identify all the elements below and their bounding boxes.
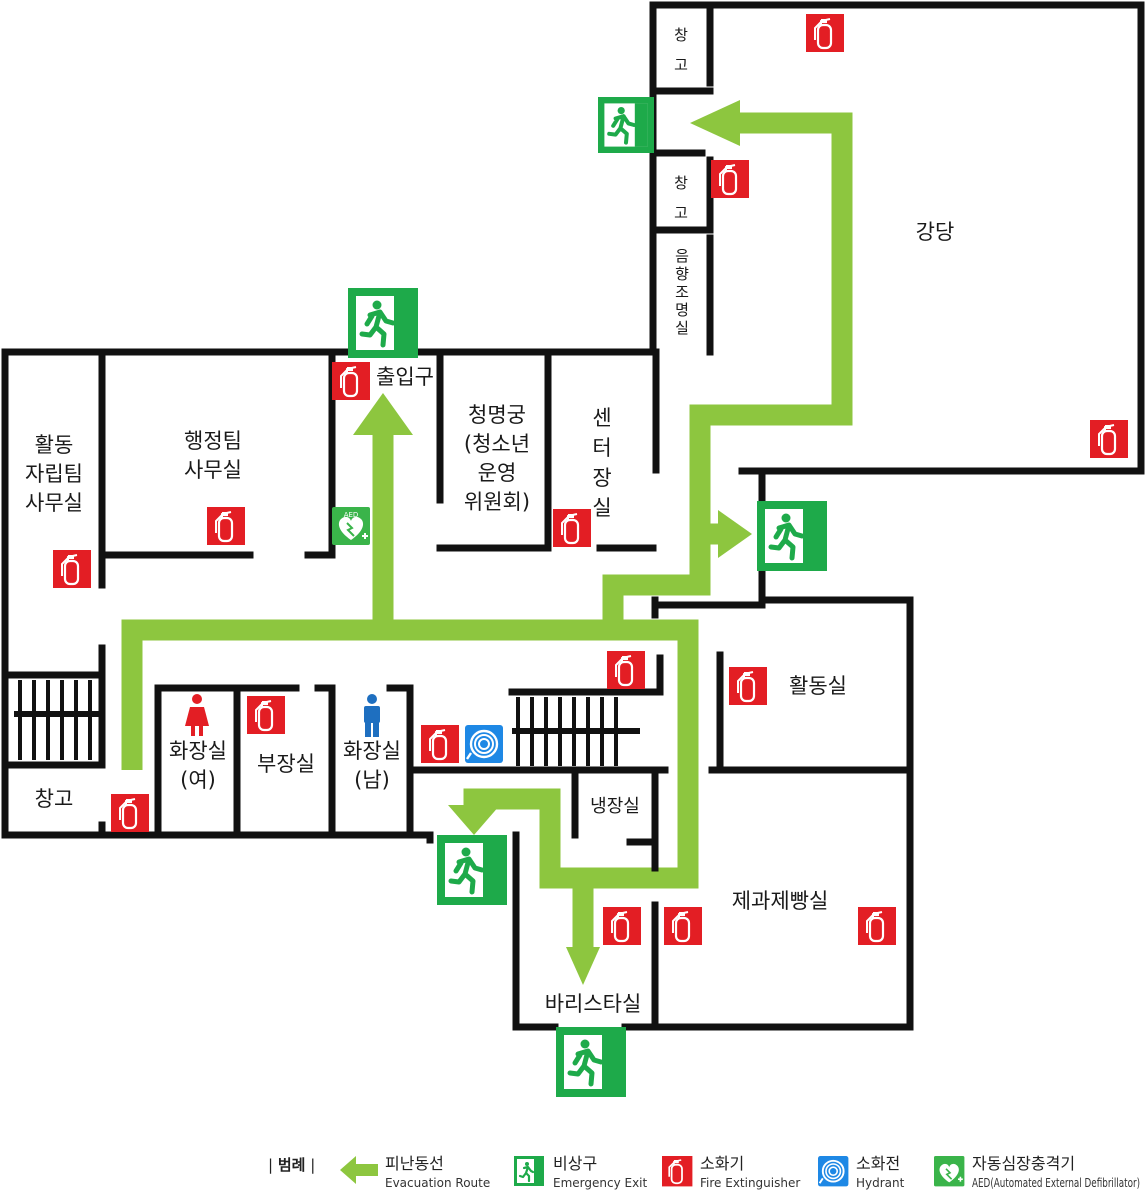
- legend-item-aed: 자동심장충격기 AED(Automated External Defibrill…: [933, 1154, 1140, 1190]
- label-sound-5: 실: [675, 319, 689, 337]
- label-activity-office-2: 자립팀: [25, 462, 83, 486]
- fire-extinguisher-icon: [419, 723, 461, 765]
- legend-item-extinguisher: 소화기 Fire Extinguisher: [661, 1154, 800, 1190]
- legend-title: | 범례 |: [268, 1156, 315, 1174]
- label-entrance: 출입구: [376, 365, 434, 389]
- label-auditorium: 강당: [916, 220, 955, 244]
- legend-extinguisher-en: Fire Extinguisher: [700, 1176, 800, 1190]
- hydrant-icon: [463, 723, 505, 765]
- legend-aed-ko: 자동심장충격기: [972, 1154, 1075, 1173]
- evacuation-arrow-icon: [340, 1156, 378, 1184]
- legend-item-route: 피난동선 Evacuation Route: [340, 1154, 490, 1190]
- label-men-1: 화장실: [343, 739, 401, 763]
- legend-item-exit: 비상구 Emergency Exit: [512, 1154, 648, 1190]
- man-icon: [364, 694, 380, 737]
- arrowhead-barista: [566, 947, 600, 985]
- route-arrowheads: [353, 100, 752, 985]
- label-vice-office: 부장실: [257, 752, 315, 776]
- legend-extinguisher-ko: 소화기: [700, 1154, 744, 1173]
- label-director-4: 실: [592, 496, 611, 520]
- legend-hydrant-en: Hydrant: [856, 1176, 905, 1190]
- label-storage-top-1: 창: [674, 26, 688, 44]
- emergency-exit-icon-auditorium: [598, 97, 654, 153]
- legend-exit-ko: 비상구: [553, 1154, 597, 1173]
- fire-extinguisher-icon: [205, 505, 247, 547]
- legend-route-ko: 피난동선: [385, 1154, 444, 1173]
- label-storage-top-2: 고: [674, 56, 688, 74]
- label-sound-1: 음: [675, 247, 689, 265]
- label-activity-office-3: 사무실: [25, 491, 83, 515]
- arrowhead-auditorium-exit: [690, 100, 740, 146]
- fire-extinguisher-icon: [245, 694, 287, 736]
- emergency-exit-icon-east: [757, 501, 827, 571]
- hydrant-icon: [817, 1155, 850, 1188]
- fire-extinguisher-icon: [601, 905, 643, 947]
- label-storage-left: 창고: [35, 787, 74, 811]
- legend-exit-en: Emergency Exit: [553, 1176, 648, 1190]
- label-director-2: 터: [592, 436, 611, 460]
- fire-extinguisher-icon: [605, 649, 647, 691]
- room-labels: 강당 창 고 창 고 음 향 조 명 실 활동 자립팀 사무실 행정팀 사무실 …: [25, 26, 954, 1016]
- aed-text: AED: [344, 511, 359, 519]
- fire-extinguisher-icon: [856, 905, 898, 947]
- fire-extinguisher-icon: [804, 12, 846, 54]
- evacuation-route: [121, 112, 853, 950]
- arrowhead-entrance: [353, 393, 413, 435]
- label-barista: 바리스타실: [545, 992, 642, 1016]
- arrowhead-east-exit: [718, 510, 752, 558]
- legend: | 범례 | 피난동선 Evacuation Route 비상구 Emergen…: [268, 1154, 1140, 1190]
- label-director-3: 장: [592, 466, 611, 490]
- aed-icon: AED: [331, 506, 371, 546]
- fire-extinguisher-icon: [727, 665, 769, 707]
- fire-extinguisher-icon: [662, 905, 704, 947]
- label-sound-3: 조: [675, 283, 689, 301]
- emergency-exit-icon-barista: [556, 1027, 626, 1097]
- legend-route-en: Evacuation Route: [385, 1176, 490, 1190]
- label-activity-room: 활동실: [789, 674, 847, 698]
- emergency-exit-icon: [512, 1154, 546, 1188]
- fire-extinguisher-icon: [109, 792, 151, 834]
- label-admin-office-1: 행정팀: [184, 429, 242, 453]
- label-storage-mid-1: 창: [674, 174, 688, 192]
- legend-aed-en: AED(Automated External Defibrillator): [972, 1176, 1140, 1190]
- label-men-2: (남): [354, 768, 390, 792]
- label-youth-3: 운영: [478, 461, 517, 485]
- label-admin-office-2: 사무실: [184, 458, 242, 482]
- fire-extinguisher-icon: [1088, 418, 1130, 460]
- label-youth-1: 청명궁: [468, 403, 526, 427]
- label-activity-office-1: 활동: [35, 433, 74, 457]
- label-women-2: (여): [180, 768, 216, 792]
- label-sound-4: 명: [675, 301, 689, 319]
- stairs-middle: [512, 697, 640, 766]
- label-sound-2: 향: [675, 265, 689, 283]
- stairs-left: [14, 680, 102, 760]
- emergency-exit-icon-south: [437, 835, 507, 905]
- emergency-exit-icon-entrance: [348, 288, 418, 358]
- fire-extinguisher-icon: [661, 1155, 694, 1188]
- fire-extinguisher-icon: [551, 507, 593, 549]
- fire-extinguisher-icon: [709, 158, 751, 200]
- aed-icon: [933, 1155, 966, 1188]
- label-youth-2: (청소년: [464, 432, 530, 456]
- label-bakery: 제과제빵실: [732, 889, 829, 913]
- legend-hydrant-ko: 소화전: [856, 1154, 900, 1173]
- label-storage-mid-2: 고: [674, 204, 688, 222]
- label-women-1: 화장실: [169, 739, 227, 763]
- label-cold-storage: 냉장실: [590, 796, 640, 817]
- fire-extinguisher-icon: [51, 548, 93, 590]
- legend-item-hydrant: 소화전 Hydrant: [817, 1154, 905, 1190]
- fire-extinguisher-icon: [330, 360, 372, 402]
- label-youth-4: 위원회): [464, 490, 530, 514]
- woman-icon: [185, 694, 209, 736]
- label-director-1: 센: [592, 406, 611, 430]
- arrowhead-south-exit: [448, 805, 500, 835]
